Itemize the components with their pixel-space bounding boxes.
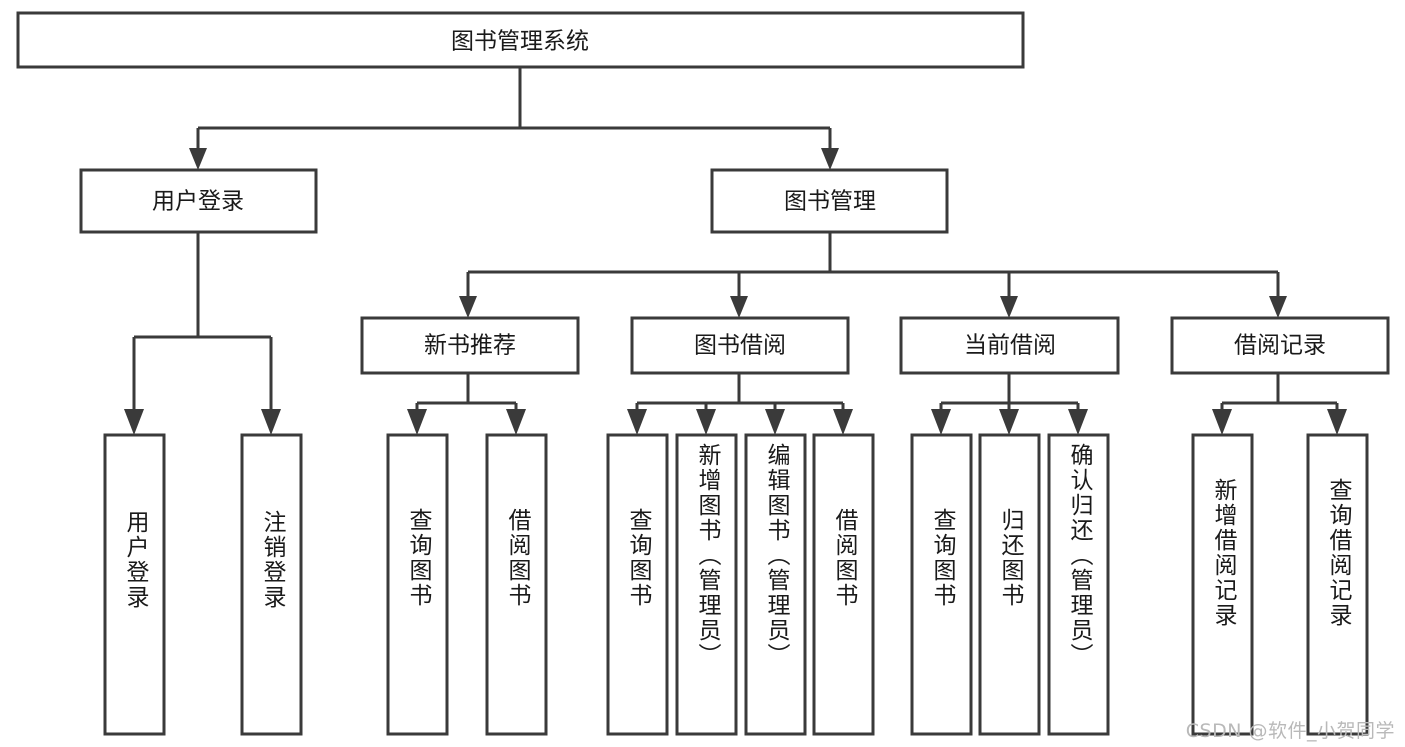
node-leaf-borrow-book-1[interactable] bbox=[485, 433, 548, 736]
arrow-leaf-user-login bbox=[124, 409, 144, 435]
arrow-leaf-query-book-1 bbox=[407, 409, 427, 435]
arrow-leaf-borrow-book-2 bbox=[833, 409, 853, 435]
node-book-borrow-label: 图书借阅 bbox=[694, 333, 786, 359]
node-leaf-add-record[interactable] bbox=[1191, 433, 1254, 736]
arrow-book-manage bbox=[821, 148, 839, 170]
edge-layer bbox=[124, 67, 1347, 435]
node-book-manage[interactable] bbox=[710, 168, 949, 234]
node-user-login[interactable] bbox=[79, 168, 318, 234]
arrow-leaf-logout bbox=[261, 409, 281, 435]
arrow-leaf-query-book-2 bbox=[627, 409, 647, 435]
arrow-leaf-edit-book bbox=[765, 409, 785, 435]
node-current-borrow[interactable] bbox=[899, 316, 1120, 375]
node-borrow-record[interactable] bbox=[1170, 316, 1390, 375]
node-leaf-query-book-1[interactable] bbox=[386, 433, 449, 736]
node-borrow-record-label: 借阅记录 bbox=[1234, 333, 1326, 359]
node-leaf-add-book[interactable] bbox=[675, 433, 738, 736]
node-leaf-query-book-2[interactable] bbox=[606, 433, 669, 736]
node-leaf-query-book-3[interactable] bbox=[910, 433, 973, 736]
node-book-manage-label: 图书管理 bbox=[784, 189, 876, 215]
arrow-leaf-return-book bbox=[999, 409, 1019, 435]
node-leaf-logout[interactable] bbox=[240, 433, 303, 736]
node-leaf-confirm-return[interactable] bbox=[1047, 433, 1110, 736]
node-new-book-rec[interactable] bbox=[360, 316, 580, 375]
node-leaf-edit-book[interactable] bbox=[744, 433, 807, 736]
node-leaf-user-login[interactable] bbox=[103, 433, 166, 736]
arrow-user-login bbox=[189, 148, 207, 170]
arrow-current-borrow bbox=[1000, 296, 1018, 318]
arrow-leaf-query-record bbox=[1327, 409, 1347, 435]
arrow-leaf-confirm-return bbox=[1068, 409, 1088, 435]
node-layer: 图书管理系统 用户登录 图书管理 新书推荐 图书借阅 当前借阅 借阅记录 bbox=[16, 11, 1390, 736]
arrow-leaf-query-book-3 bbox=[931, 409, 951, 435]
node-book-borrow[interactable] bbox=[630, 316, 850, 375]
node-leaf-query-record[interactable] bbox=[1306, 433, 1369, 736]
node-user-login-label: 用户登录 bbox=[152, 189, 244, 215]
arrow-leaf-borrow-book-1 bbox=[506, 409, 526, 435]
node-root-label: 图书管理系统 bbox=[451, 29, 589, 55]
arrow-leaf-add-record bbox=[1212, 409, 1232, 435]
node-leaf-borrow-book-2[interactable] bbox=[812, 433, 875, 736]
arrow-leaf-add-book bbox=[696, 409, 716, 435]
node-root[interactable] bbox=[16, 11, 1025, 69]
arrow-borrow-record bbox=[1269, 296, 1287, 318]
node-leaf-return-book[interactable] bbox=[978, 433, 1041, 736]
node-current-borrow-label: 当前借阅 bbox=[964, 333, 1056, 359]
arrow-book-borrow bbox=[730, 296, 748, 318]
node-new-book-rec-label: 新书推荐 bbox=[424, 333, 516, 359]
arrow-new-book-rec bbox=[459, 296, 477, 318]
watermark: CSDN @软件_小贺同学 bbox=[1185, 720, 1395, 742]
